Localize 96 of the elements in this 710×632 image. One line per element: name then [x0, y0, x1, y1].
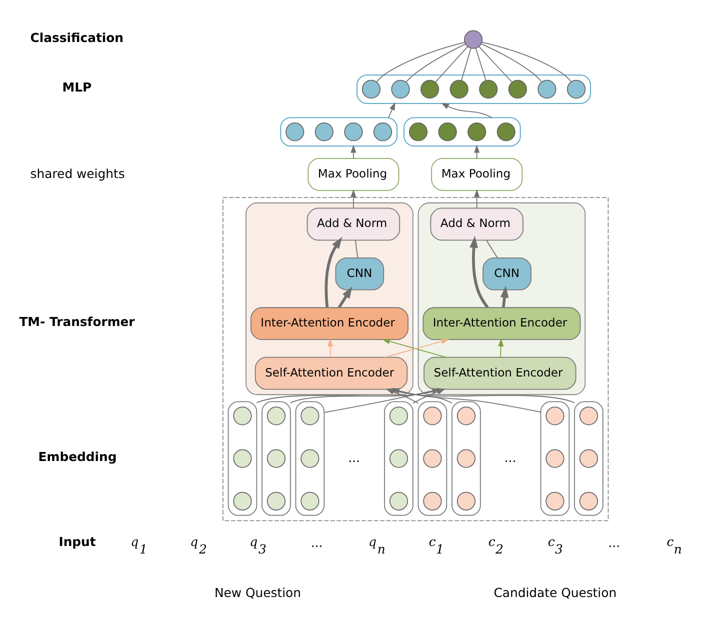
- label: ...: [608, 534, 620, 550]
- node-circle: [423, 448, 442, 468]
- connector: [376, 41, 466, 82]
- node-circle: [546, 491, 564, 510]
- label: MLP: [62, 79, 92, 94]
- node-circle: [579, 406, 598, 425]
- node-circle: [456, 406, 476, 425]
- node-circle: [450, 79, 468, 98]
- connector: [354, 239, 358, 258]
- node-circle: [389, 406, 408, 425]
- cluster: [295, 400, 325, 516]
- connector: [486, 239, 498, 258]
- node-circle: [468, 122, 486, 141]
- label: shared weights: [30, 165, 125, 180]
- arrow: [474, 188, 480, 208]
- node-circle: [423, 406, 442, 425]
- arrow: [470, 235, 489, 308]
- cluster: [540, 400, 570, 516]
- node-box: CNN: [335, 256, 384, 290]
- node-circle: [362, 79, 381, 98]
- label: Classification: [30, 29, 124, 44]
- arrow: [350, 144, 356, 158]
- node-circle: [408, 122, 428, 141]
- cluster: [384, 400, 414, 516]
- label: ...: [348, 449, 360, 464]
- node-circle: [546, 448, 564, 468]
- cluster: [418, 400, 448, 516]
- arrow: [440, 102, 492, 118]
- connector: [481, 43, 542, 82]
- node-circle: [496, 122, 516, 141]
- label: ...: [310, 534, 323, 550]
- node-circle: [456, 448, 476, 468]
- node-circle: [233, 406, 252, 425]
- node-circle: [389, 491, 408, 510]
- node-circle: [508, 79, 527, 98]
- node-circle: [373, 122, 392, 141]
- node-circle: [233, 448, 252, 468]
- node-box: Inter-Attention Encoder: [250, 306, 408, 340]
- node-box: Self-Attention Encoder: [254, 356, 408, 390]
- arrow: [324, 236, 342, 308]
- connector: [482, 41, 572, 82]
- node-circle: [579, 448, 598, 468]
- cluster: [262, 400, 291, 516]
- arrow: [338, 286, 352, 308]
- node-box: Max Pooling: [431, 158, 523, 190]
- node-box: Self-Attention Encoder: [424, 356, 576, 390]
- arrow: [474, 144, 480, 158]
- node-circle: [300, 406, 320, 425]
- cluster: [574, 400, 604, 516]
- node-circle: [420, 79, 440, 98]
- cluster: [228, 400, 258, 516]
- label: Input: [58, 534, 96, 549]
- node-circle: [233, 491, 252, 510]
- connector: [460, 47, 472, 80]
- node-box: CNN: [482, 256, 532, 290]
- arrow: [500, 285, 509, 308]
- label: Candidate Question: [494, 584, 617, 600]
- label: ...: [504, 449, 516, 464]
- node-circle: [266, 448, 286, 468]
- node-circle: [456, 491, 476, 510]
- arrow: [498, 338, 504, 358]
- node-circle: [300, 491, 320, 510]
- arrow: [388, 102, 396, 118]
- node-circle: [438, 122, 457, 141]
- connector: [406, 43, 466, 82]
- node-circle: [538, 79, 556, 98]
- node-circle: [300, 448, 320, 468]
- node-circle: [344, 122, 363, 141]
- node-circle: [391, 79, 410, 98]
- cluster: [452, 400, 481, 516]
- node-circle: [266, 406, 286, 425]
- node-box: Max Pooling: [308, 158, 400, 190]
- node-circle: [579, 491, 598, 510]
- node-circle: [479, 79, 498, 98]
- connector: [435, 46, 468, 82]
- label: TM- Transformer: [19, 314, 135, 328]
- node-circle: [423, 491, 442, 510]
- node-circle: [389, 448, 408, 468]
- node-box: Add & Norm: [430, 207, 524, 240]
- node-circle: [566, 79, 586, 98]
- arrow: [327, 338, 334, 358]
- node-box: Inter-Attention Encoder: [422, 306, 581, 340]
- node-circle: [464, 30, 483, 48]
- cluster: [280, 116, 398, 146]
- node-circle: [286, 122, 304, 141]
- connector: [478, 46, 512, 82]
- node-circle: [266, 491, 286, 510]
- node-circle: [314, 122, 334, 141]
- node-box: Add & Norm: [306, 207, 400, 240]
- label: New Question: [214, 584, 302, 600]
- connector: [475, 47, 486, 80]
- node-circle: [546, 406, 564, 425]
- cluster: [356, 74, 591, 104]
- label: Embedding: [38, 448, 117, 464]
- cluster: [404, 116, 521, 146]
- arrow: [350, 188, 356, 208]
